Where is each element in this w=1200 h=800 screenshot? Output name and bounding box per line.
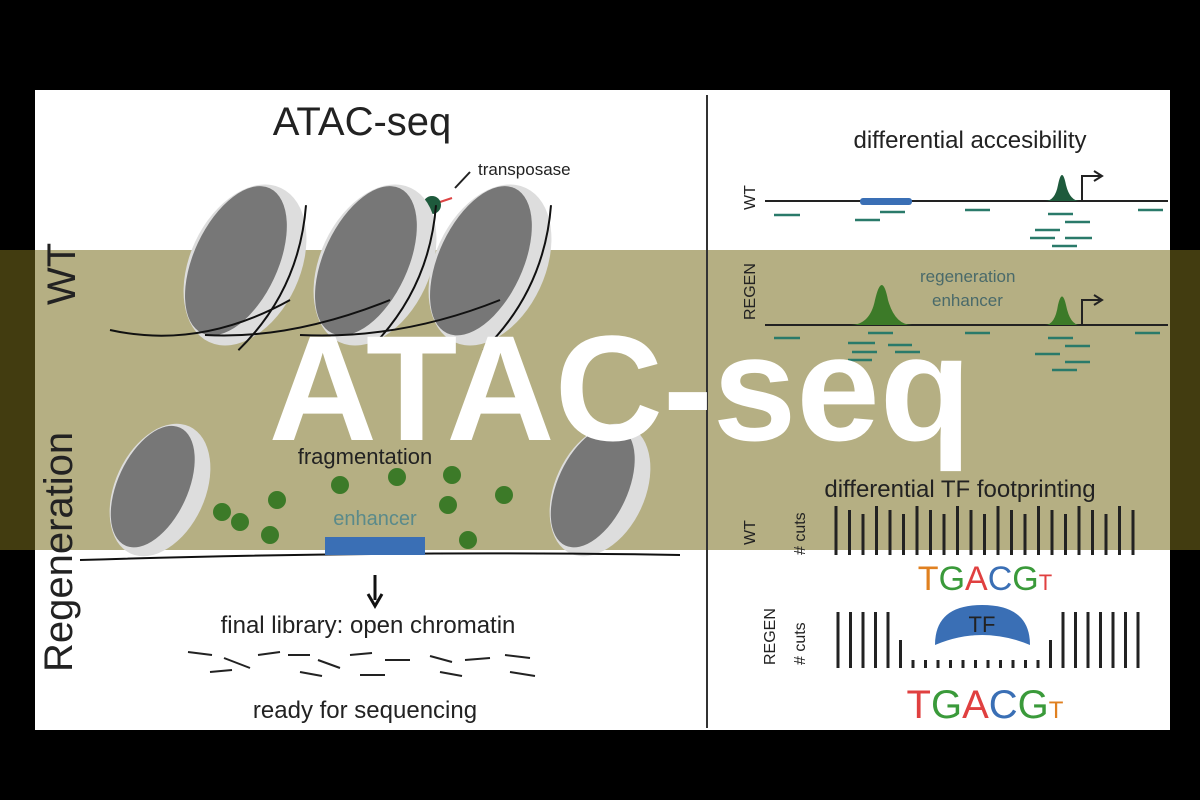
enhancer-label: enhancer bbox=[333, 508, 417, 530]
row-label-regeneration: Regeneration bbox=[37, 432, 81, 672]
row-label-wt: WT bbox=[40, 243, 84, 305]
wt-peak bbox=[1045, 175, 1080, 201]
cuts-label-wt: # cuts bbox=[792, 512, 809, 555]
tf-shape bbox=[935, 605, 1030, 645]
final-library-label: final library: open chromatin bbox=[221, 612, 516, 639]
fragmentation-label: fragmentation bbox=[298, 444, 433, 469]
fragments bbox=[187, 651, 536, 677]
transposase-arrow bbox=[454, 171, 471, 189]
tf-label: TF bbox=[969, 612, 996, 637]
nucleosomes-regen bbox=[109, 423, 651, 557]
accessibility-title: differential accesibility bbox=[853, 127, 1086, 154]
regen-enhancer-label-2: enhancer bbox=[932, 291, 1003, 310]
regen-tss-peak bbox=[1045, 296, 1080, 325]
cuts-label-regen: # cuts bbox=[792, 622, 809, 665]
enhancer-region bbox=[325, 537, 425, 555]
transposase-label: transposase bbox=[478, 160, 571, 179]
down-arrow-icon bbox=[366, 575, 384, 609]
wt-cut-bars bbox=[834, 506, 1135, 555]
tss-arrow-icon bbox=[1081, 170, 1104, 201]
transposase-cluster bbox=[213, 466, 513, 549]
left-title: ATAC-seq bbox=[273, 100, 452, 144]
motif-wt: TGACGT bbox=[918, 560, 1052, 598]
footprint-row-wt: WT bbox=[742, 520, 759, 545]
accessibility-row-wt: WT bbox=[742, 185, 759, 210]
nucleosomes-wt bbox=[109, 184, 552, 351]
overlay-title: ATAC-seq bbox=[268, 304, 972, 472]
regen-cut-bars bbox=[836, 612, 1140, 668]
regen-enhancer-label-1: regeneration bbox=[920, 267, 1015, 286]
footprint-title: differential TF footprinting bbox=[824, 476, 1095, 503]
accessibility-row-regen: REGEN bbox=[742, 263, 759, 320]
footprint-row-regen: REGEN bbox=[762, 608, 779, 665]
motif-regen: TGACGT bbox=[907, 683, 1064, 727]
ready-label: ready for sequencing bbox=[253, 697, 477, 724]
regen-enhancer-peak bbox=[850, 285, 912, 325]
